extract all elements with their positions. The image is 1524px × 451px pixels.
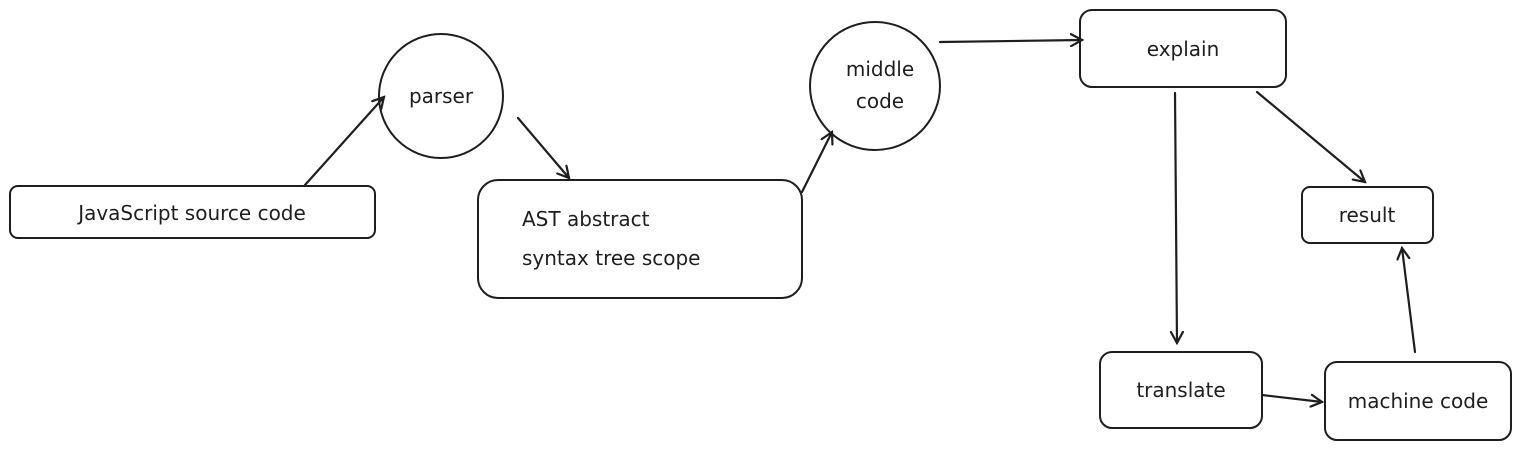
node-javascript-source-code[interactable]: JavaScript source code bbox=[9, 185, 376, 239]
arrow-translate-to-machine bbox=[1260, 395, 1322, 402]
node-parser[interactable]: parser bbox=[378, 33, 504, 159]
arrow-source-to-parser bbox=[303, 97, 384, 187]
node-label: explain bbox=[1147, 37, 1220, 61]
arrow-parser-to-ast bbox=[516, 116, 569, 178]
node-explain[interactable]: explain bbox=[1079, 9, 1287, 88]
node-label: result bbox=[1339, 203, 1396, 227]
node-label: parser bbox=[409, 84, 474, 108]
arrow-explain-to-result bbox=[1255, 90, 1365, 182]
node-label-line1: middle bbox=[846, 57, 914, 81]
arrow-ast-to-middle bbox=[800, 132, 832, 194]
node-label: machine code bbox=[1348, 389, 1489, 413]
arrow-explain-to-translate bbox=[1175, 91, 1177, 343]
node-ast[interactable]: AST abstract syntax tree scope bbox=[477, 179, 803, 299]
node-machine-code[interactable]: machine code bbox=[1324, 361, 1512, 441]
node-label: JavaScript source code bbox=[76, 201, 306, 225]
node-label-line2: code bbox=[856, 89, 904, 113]
node-label-line1: AST abstract bbox=[522, 207, 650, 231]
arrow-machine-to-result bbox=[1402, 248, 1417, 354]
node-result[interactable]: result bbox=[1301, 186, 1434, 244]
node-middle-code[interactable]: middle code bbox=[809, 21, 941, 151]
node-translate[interactable]: translate bbox=[1099, 351, 1263, 429]
arrow-middle-to-explain bbox=[938, 40, 1082, 42]
node-label: translate bbox=[1136, 378, 1225, 402]
node-label-line2: syntax tree scope bbox=[522, 246, 700, 270]
